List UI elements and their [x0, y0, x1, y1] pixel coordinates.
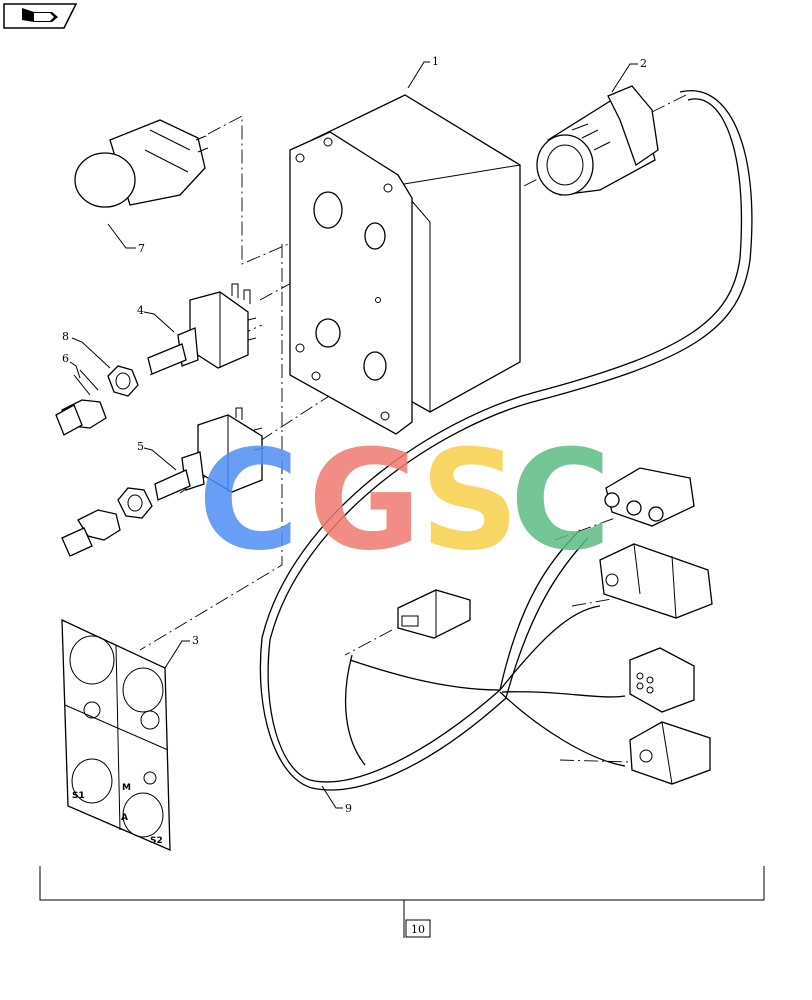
- connector-sealed: [629, 721, 711, 785]
- toggle-switch-upper: [147, 283, 257, 375]
- callout-1: 1: [432, 55, 439, 68]
- leader-1: [407, 61, 430, 89]
- leader-2: [611, 63, 638, 93]
- callout-6: 6: [62, 352, 69, 365]
- watermark-letter-s: S: [420, 420, 519, 581]
- cable-gland: [536, 85, 659, 196]
- connector-small: [397, 589, 471, 639]
- leader-6: [69, 361, 81, 379]
- callout-5: 5: [137, 440, 144, 453]
- rubber-boot: [55, 369, 107, 436]
- connector-large: [599, 543, 713, 619]
- leader-8: [71, 337, 111, 369]
- callout-10: 10: [411, 923, 425, 936]
- hex-nut: [107, 365, 139, 397]
- watermark-letter-g: G: [308, 420, 421, 581]
- toggle-switch-lower: [154, 407, 265, 501]
- back-button[interactable]: [3, 3, 78, 29]
- panel-letter-m: M: [122, 783, 131, 793]
- leader-5: [143, 447, 177, 471]
- rubber-boot-lower: [61, 509, 121, 557]
- wiring-harness: [259, 90, 753, 791]
- callout-9: 9: [345, 802, 352, 815]
- callout-4: 4: [137, 304, 144, 317]
- panel-label-s2: S2: [150, 836, 163, 846]
- panel-label-s1: S1: [72, 791, 85, 801]
- leader-3: [164, 640, 190, 669]
- callout-8: 8: [62, 330, 69, 343]
- callout-2: 2: [640, 57, 647, 70]
- connector-three-pin: [604, 467, 695, 527]
- mushroom-button: [74, 119, 209, 208]
- leader-4: [143, 311, 175, 333]
- watermark: C G S C: [198, 420, 611, 581]
- leader-7: [107, 223, 136, 249]
- leader-9: [321, 785, 343, 809]
- enclosure-box: [289, 94, 521, 435]
- panel-letter-a: A: [121, 813, 128, 823]
- watermark-letter-c2: C: [510, 420, 611, 581]
- back-arrow-icon: [22, 8, 58, 22]
- connector-six-pin: [629, 647, 695, 713]
- assembly-bracket: 10: [39, 866, 765, 938]
- callout-3: 3: [192, 634, 199, 647]
- hex-nut-lower: [117, 487, 153, 519]
- watermark-letter-c1: C: [198, 420, 299, 581]
- switch-panel: S1 S2 M A: [61, 618, 171, 852]
- callout-7: 7: [138, 242, 145, 255]
